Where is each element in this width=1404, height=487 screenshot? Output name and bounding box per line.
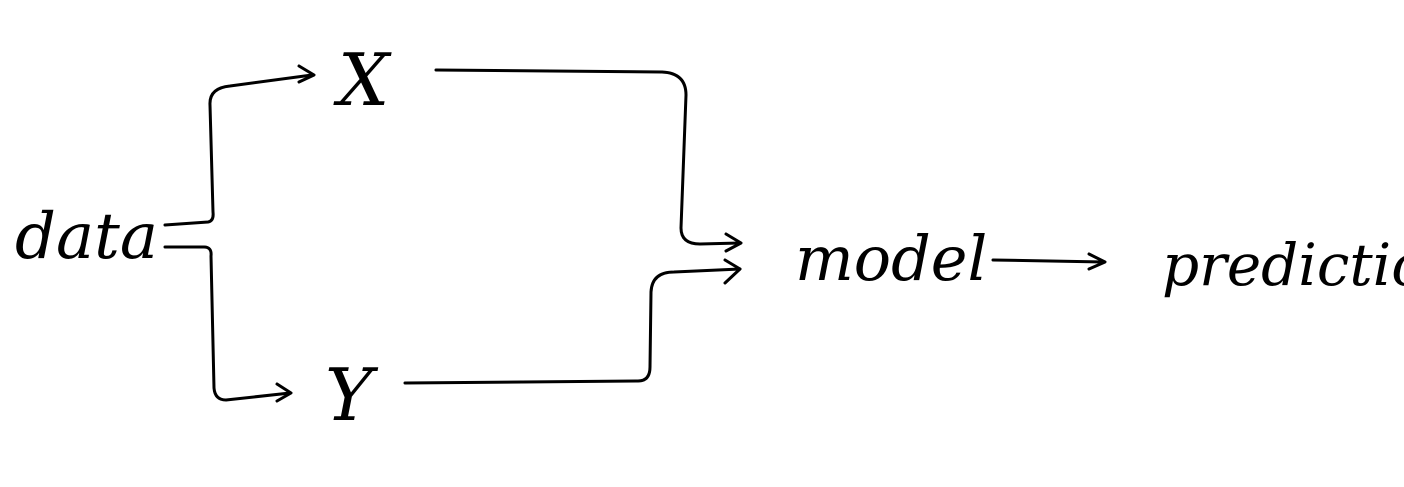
node-x: X [333,38,392,122]
edge-x-to-model [434,68,743,253]
edge-model-to-prediction [991,252,1107,271]
edge-y-to-model [403,258,742,385]
edge-data-to-x [163,64,316,227]
edge-data-to-y [163,245,293,403]
node-data: data [15,200,158,274]
node-model: model [795,222,987,295]
node-y: Y [325,353,379,437]
node-prediction: prediction [1162,231,1404,299]
